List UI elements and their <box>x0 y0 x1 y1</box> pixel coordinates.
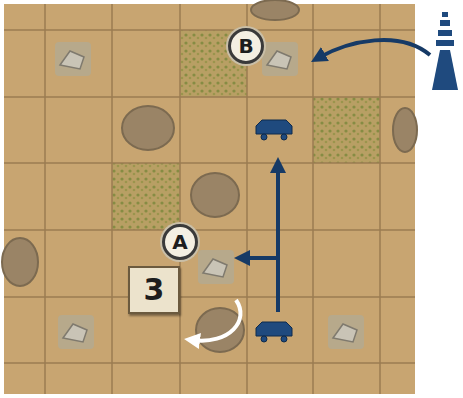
location-marker: A <box>162 224 198 260</box>
location-marker: B <box>228 28 264 64</box>
marker-letter: A <box>172 232 187 252</box>
tile-number: 3 <box>144 275 165 305</box>
number-tile: 3 <box>128 266 180 314</box>
marker-letter: B <box>238 36 253 56</box>
